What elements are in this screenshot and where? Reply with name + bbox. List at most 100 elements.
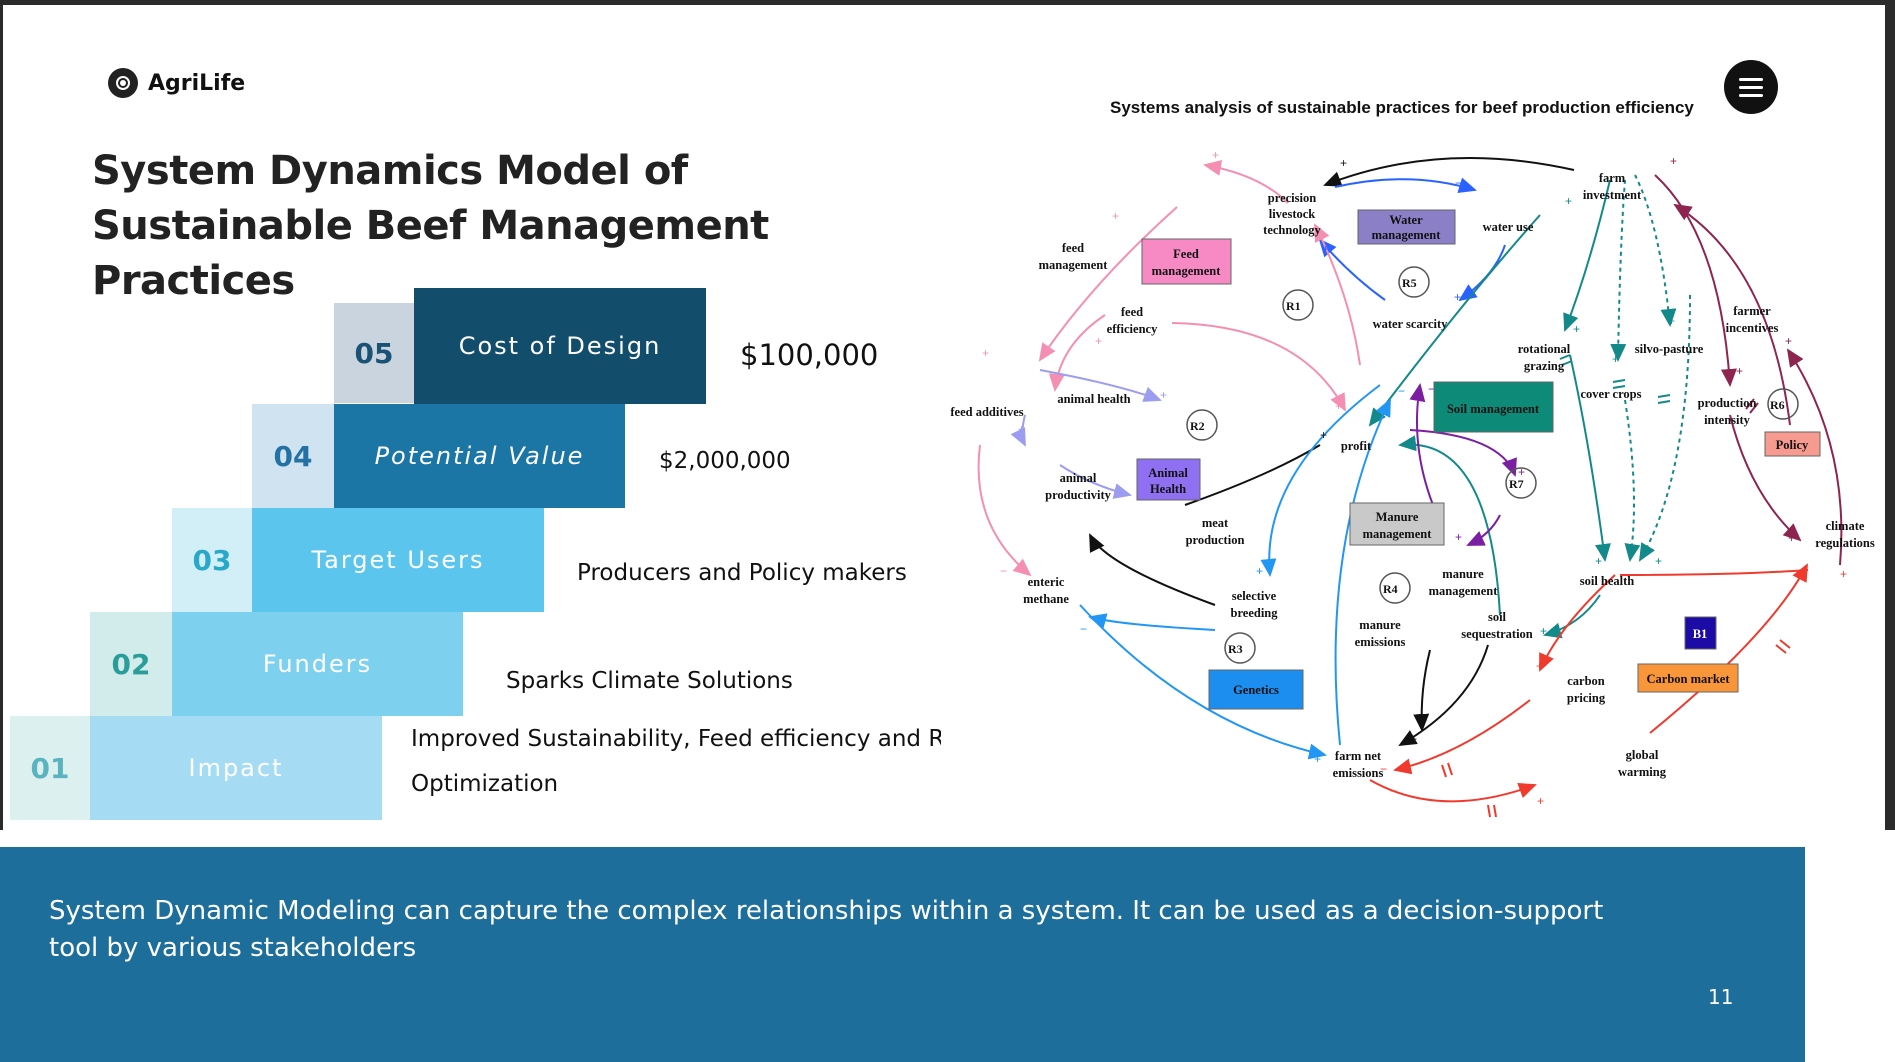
edge-health-productivity <box>1039 369 1162 402</box>
node-production-intensity: production <box>1698 396 1757 410</box>
delay-mark <box>1775 639 1791 654</box>
hamburger-menu-button[interactable] <box>1724 60 1778 114</box>
slide-title: System Dynamics Model of Sustainable Bee… <box>92 148 769 304</box>
step-value-line2: Optimization <box>411 771 559 797</box>
node-precision: technology <box>1263 223 1321 237</box>
edge-efficiency-animal <box>1048 314 1106 392</box>
node-manure-management: management <box>1429 584 1499 598</box>
svg-text:Feed: Feed <box>1173 247 1199 261</box>
edge-precision-wateruse <box>1334 177 1477 193</box>
svg-text:+: + <box>1454 290 1461 304</box>
svg-text:Manure: Manure <box>1376 510 1419 524</box>
node-farm-investment: investment <box>1583 188 1642 202</box>
edge-manuremgmt-emissions <box>1466 514 1501 546</box>
node-carbon-pricing: pricing <box>1567 691 1606 705</box>
node-feed-management: management <box>1039 258 1109 272</box>
svg-text:management: management <box>1372 228 1442 242</box>
page-number: 11 <box>1708 985 1734 1009</box>
edge-productivity-meat <box>1059 464 1132 499</box>
edge-sequestration-netemissions <box>1398 644 1489 746</box>
edge-soilhealth-sequestration <box>1543 594 1601 639</box>
node-rotational-grazing: rotational <box>1518 342 1571 356</box>
node-water-scarcity: water scarcity <box>1373 317 1449 331</box>
edge-warming-regulations <box>1649 563 1808 734</box>
loop-r3: R3 <box>1228 642 1243 656</box>
svg-text:+: + <box>1785 334 1792 348</box>
edge-profit-investment <box>1368 214 1541 427</box>
loop-r5: R5 <box>1402 276 1417 290</box>
edge-investment-intensity <box>1654 174 1737 387</box>
target-icon <box>108 68 138 98</box>
svg-text:−: − <box>1398 384 1405 398</box>
node-farm-net-emissions: farm net <box>1335 749 1382 763</box>
edge-regulations-investment <box>1673 203 1791 426</box>
edge-intensity-regulations <box>1729 414 1802 542</box>
delay-mark <box>1559 354 1573 366</box>
node-farm-net-emissions: emissions <box>1333 766 1384 780</box>
footer-banner <box>0 847 1805 1062</box>
right-border <box>1885 0 1895 830</box>
svg-text:+: + <box>1536 659 1543 673</box>
edge-pricing-netemissions <box>1393 699 1531 775</box>
edge-silvo-soilhealth <box>1638 294 1691 562</box>
edge-precision-feedmgmt <box>1203 159 1289 204</box>
node-soil-health: soil health <box>1580 574 1635 588</box>
node-manure-management: manure <box>1442 567 1484 581</box>
edge-scarcity-precision <box>1318 238 1386 301</box>
node-selective-breeding: breeding <box>1231 606 1279 620</box>
step-label-potential-value: Potential Value <box>334 404 625 508</box>
svg-text:+: + <box>1595 554 1602 568</box>
node-feed-additives: feed additives <box>950 405 1023 419</box>
svg-text:+: + <box>1573 322 1580 336</box>
edge-cover-soilhealth <box>1624 399 1641 562</box>
step-number: 04 <box>252 404 334 508</box>
node-manure-emissions: emissions <box>1355 635 1406 649</box>
edge-rotational-soilhealth <box>1569 354 1611 562</box>
svg-text:+: + <box>1314 752 1321 766</box>
node-carbon-pricing: carbon <box>1567 674 1605 688</box>
node-animal-productivity: animal <box>1060 471 1097 485</box>
svg-text:+: + <box>1455 530 1462 544</box>
edge-regulations-carbon <box>1619 569 1809 576</box>
edge-breeding-productivity <box>1089 533 1216 606</box>
node-rotational-grazing: grazing <box>1524 359 1565 373</box>
edge-manure-netemissions <box>1413 649 1431 732</box>
svg-text:Health: Health <box>1150 482 1186 496</box>
delay-mark <box>1745 398 1759 414</box>
svg-text:+: + <box>1212 148 1219 162</box>
node-manure-emissions: manure <box>1359 618 1401 632</box>
causal-loop-diagram: + − + + + + + + − + + + + + + + + + + + … <box>950 148 1875 818</box>
svg-text:+: + <box>1788 531 1795 545</box>
svg-text:+: + <box>1256 564 1263 578</box>
svg-text:+: + <box>1736 364 1743 378</box>
loop-r6: R6 <box>1770 398 1785 412</box>
svg-text:+: + <box>1540 624 1547 638</box>
svg-text:Genetics: Genetics <box>1233 683 1279 697</box>
edge-manure-profit <box>1409 383 1434 506</box>
edge-methane-netemissions <box>1079 604 1327 760</box>
node-global-warming: warming <box>1618 765 1667 779</box>
node-climate-regulations: climate <box>1826 519 1865 533</box>
delay-mark <box>1612 379 1626 389</box>
top-border <box>0 0 1895 5</box>
node-cover-crops: cover crops <box>1581 387 1642 401</box>
brand-logo[interactable]: AgriLife <box>108 68 245 98</box>
svg-text:−: − <box>1410 732 1417 746</box>
svg-text:management: management <box>1363 527 1433 541</box>
svg-text:−: − <box>1380 762 1387 776</box>
loop-r7: R7 <box>1509 477 1524 491</box>
box-water-management: Water management <box>1357 209 1456 245</box>
edge-sequestration-profit <box>1398 435 1501 616</box>
svg-text:+: + <box>1612 352 1619 366</box>
node-feed-efficiency: efficiency <box>1107 322 1158 336</box>
node-precision: precision <box>1268 191 1316 205</box>
box-manure-management: Manure management <box>1349 502 1445 546</box>
edge-efficiency-profit <box>1171 322 1346 412</box>
svg-text:+: + <box>1565 194 1572 208</box>
node-production-intensity: intensity <box>1704 413 1751 427</box>
step-number: 05 <box>334 303 414 403</box>
svg-text:+: + <box>1655 554 1662 568</box>
edge-breeding-methane <box>1088 613 1216 631</box>
node-climate-regulations: regulations <box>1815 536 1875 550</box>
svg-text:+: + <box>1335 399 1342 413</box>
